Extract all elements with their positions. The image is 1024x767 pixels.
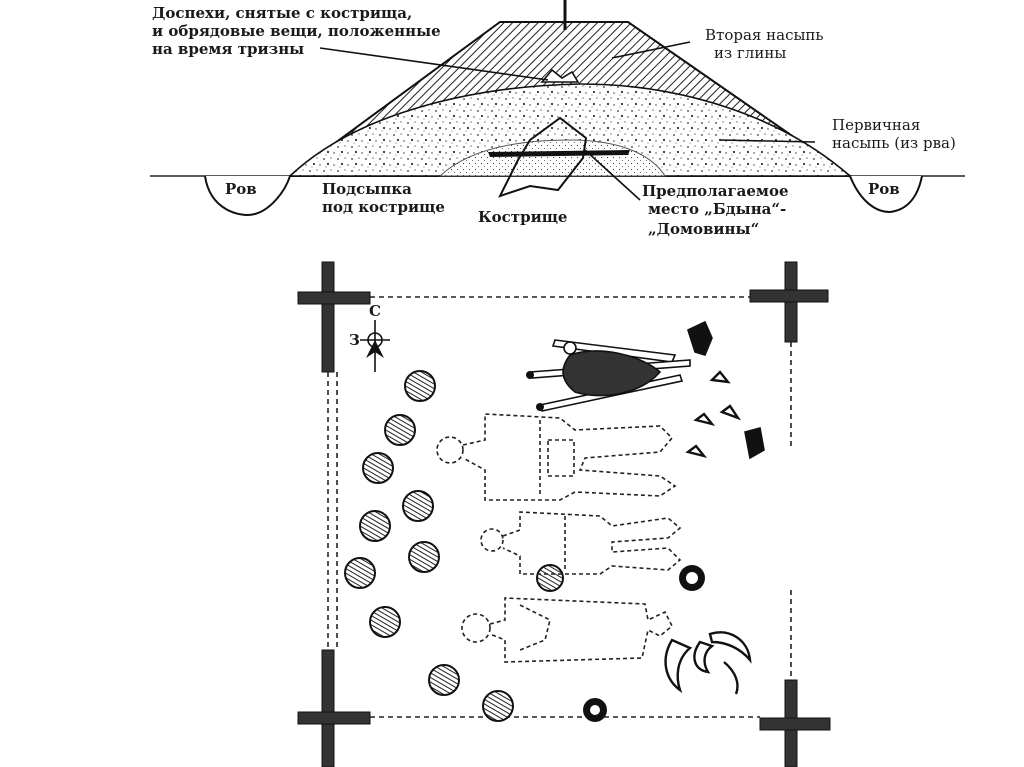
compass-west-label: З (349, 331, 360, 349)
small-items (685, 320, 765, 460)
pot-mouth (686, 572, 698, 584)
shield (536, 564, 564, 592)
shield (344, 557, 376, 589)
sickle-icon (693, 640, 715, 674)
second-mound-label-1: Вторая насыпь (705, 26, 824, 44)
compass-north-label: С (369, 302, 381, 320)
domovina-outline (498, 116, 588, 198)
primary-mound (287, 83, 853, 177)
skeleton-figure-3 (461, 597, 673, 663)
shield (402, 490, 434, 522)
post-top-left-vertical (321, 261, 335, 373)
post-bottom-left-vertical (321, 649, 335, 767)
compass-rose: С З (349, 302, 390, 372)
ditch-left (204, 175, 291, 216)
pots (583, 565, 705, 722)
stirrup-icon (687, 320, 713, 356)
shield (482, 690, 514, 722)
ditch-right (849, 175, 923, 214)
presumed-label-1: Предполагаемое (642, 182, 789, 200)
armor-label-1: Доспехи, снятые с кострища, (152, 4, 412, 22)
armor-label-3: на время тризны (152, 40, 304, 58)
presumed-label-2: место „Бдына“- (648, 200, 786, 218)
pyre-fill-layer (438, 139, 666, 177)
shield (369, 606, 401, 638)
pyre-label: Кострище (478, 208, 567, 226)
post-top-right-horizontal (749, 289, 829, 303)
buckle-icon (693, 412, 716, 427)
cross-section: Доспехи, снятые с кострища, и обрядовые … (150, 0, 965, 238)
skeleton-figure-1 (436, 413, 677, 501)
sickle-icon (723, 661, 739, 695)
buckle-icon (719, 404, 742, 421)
ditch-right-label: Ров (868, 180, 900, 198)
stirrup-icon (744, 427, 765, 460)
plan-view: С З (297, 261, 831, 767)
shield (408, 541, 440, 573)
leader-domovina (584, 149, 641, 201)
primary-mound-label-1: Первичная (832, 116, 920, 134)
shields (344, 370, 564, 722)
buckle-icon (709, 370, 731, 384)
shield (404, 370, 436, 402)
sickles (664, 631, 752, 695)
sickle-icon (708, 631, 752, 664)
shield (362, 452, 394, 484)
presumed-label-3: „Домовины“ (648, 220, 759, 238)
armor-heap (540, 68, 580, 83)
weapons-and-armor (526, 339, 691, 412)
pot-mouth (590, 705, 600, 715)
fill-label-2: под кострище (322, 198, 445, 216)
buckle-icon (685, 444, 708, 459)
skeleton-figure-2 (480, 511, 682, 575)
second-mound-label-2: из глины (714, 44, 786, 62)
shield (428, 664, 460, 696)
leader-second-mound (611, 41, 691, 59)
primary-mound-label-2: насыпь (из рва) (832, 134, 956, 152)
ditch-left-label: Ров (225, 180, 257, 198)
armor-label-2: и обрядовые вещи, положенные (152, 22, 441, 40)
post-bottom-right-horizontal (759, 717, 831, 731)
post-top-left-horizontal (297, 291, 371, 305)
shield (359, 510, 391, 542)
leader-primary-mound (719, 139, 816, 143)
post-bottom-left-horizontal (297, 711, 371, 725)
sickle-icon (664, 638, 693, 694)
fill-label-1: Подсыпка (322, 180, 412, 198)
shield (384, 414, 416, 446)
leader-armor (319, 47, 549, 81)
